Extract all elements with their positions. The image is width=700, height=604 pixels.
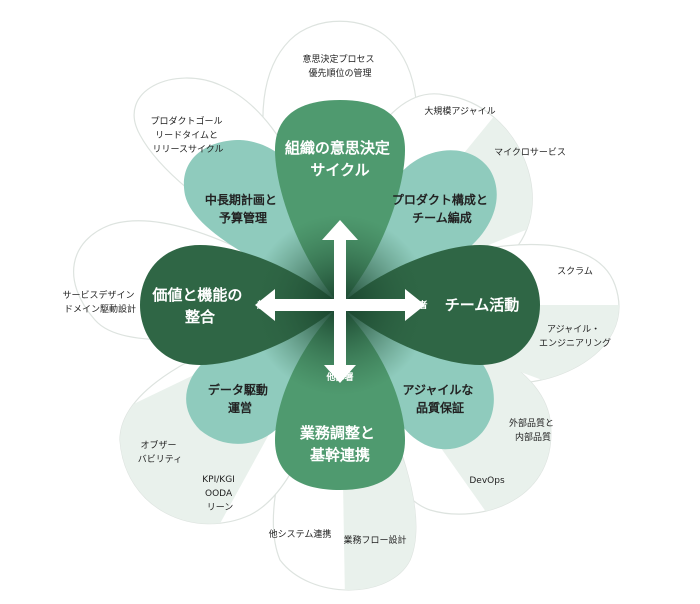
- outer-label-upper-right-a: 大規模アジャイル: [424, 105, 495, 117]
- mid-label-lower-right: アジャイルな 品質保証: [402, 383, 477, 415]
- outer-label-left: サービスデザイン ドメイン駆動設計: [63, 289, 138, 315]
- outer-label-bottom-a: 他システム連携: [269, 528, 332, 540]
- arrow-label-down: 他部署: [325, 371, 353, 383]
- outer-label-bottom-b: 業務フロー設計: [343, 534, 406, 546]
- outer-label-top: 意思決定プロセス 優先順位の管理: [303, 53, 378, 79]
- outer-label-upper-right-b: マイクロサービス: [494, 147, 566, 158]
- outer-label-lower-right-b: DevOps: [469, 476, 505, 486]
- arrow-cross: [255, 220, 425, 383]
- arrow-label-right: 開発者: [400, 299, 427, 311]
- inner-label-top: 組織の意思決定 サイクル: [285, 139, 395, 179]
- mid-label-upper-right: プロダクト構成と チーム編成: [392, 192, 492, 225]
- outer-label-lower-right-a: 外部品質と 内部品質: [509, 417, 557, 443]
- outer-label-lower-left-a: オブザー バビリティ: [138, 439, 182, 465]
- inner-petals: [140, 100, 540, 490]
- outer-label-lower-left-b: KPI/KGI OODA リーン: [202, 475, 237, 513]
- arrow-label-up: 組織: [331, 229, 349, 241]
- labels: 組織の意思決定 サイクル チーム活動 業務調整と 基幹連携 価値と機能の 整合 …: [63, 53, 611, 546]
- arrow-label-left: 顧客: [257, 299, 276, 311]
- mid-label-upper-left: 中長期計画と 予算管理: [205, 192, 281, 225]
- direction-arrows: [255, 220, 425, 383]
- mid-label-lower-left: データ駆動 運営: [208, 382, 272, 415]
- outer-label-upper-left: プロダクトゴール リードタイムと リリースサイクル: [151, 115, 226, 155]
- outer-label-right-a: スクラム: [557, 266, 593, 277]
- inner-label-right: チーム活動: [445, 296, 520, 314]
- outer-label-right-b: アジャイル・ エンジニアリング: [539, 325, 611, 349]
- inner-label-left: 価値と機能の 整合: [151, 286, 247, 326]
- inner-label-bottom: 業務調整と 基幹連携: [299, 424, 380, 464]
